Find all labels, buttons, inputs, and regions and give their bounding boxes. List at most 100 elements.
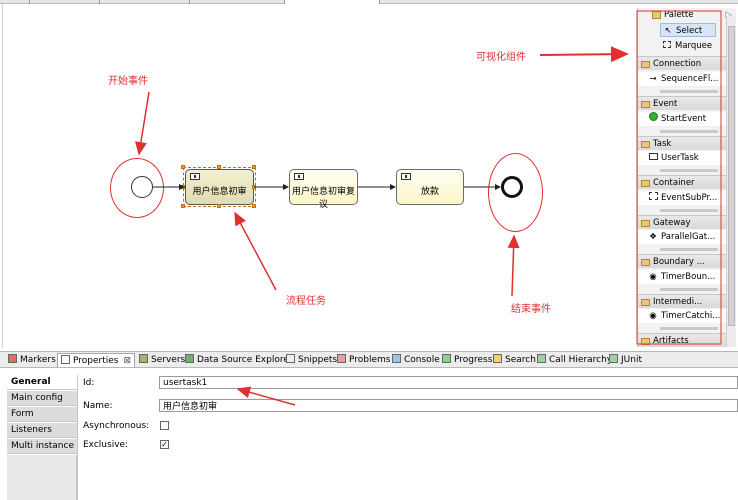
palette-item-timerboundary[interactable]: ◉TimerBoun... bbox=[638, 270, 726, 284]
folder-icon bbox=[641, 298, 650, 306]
side-tab-form[interactable]: Form bbox=[7, 407, 77, 422]
exclusive-label: Exclusive: bbox=[83, 440, 129, 450]
console-icon bbox=[392, 354, 401, 363]
id-label: Id: bbox=[83, 378, 95, 388]
group-label: Task bbox=[653, 139, 672, 149]
editor-tab-active[interactable] bbox=[285, 0, 380, 4]
palette-separator bbox=[660, 248, 718, 251]
palette-select-tool[interactable]: ↖Select bbox=[660, 23, 716, 37]
resize-handle[interactable] bbox=[217, 165, 221, 169]
resize-handle[interactable] bbox=[181, 204, 185, 208]
asynchronous-label: Asynchronous: bbox=[83, 421, 150, 431]
timer-icon: ◉ bbox=[649, 311, 657, 321]
resize-handle[interactable] bbox=[252, 204, 256, 208]
close-icon[interactable]: ⊠ bbox=[123, 356, 132, 366]
tab-label: JUnit bbox=[621, 355, 642, 365]
name-label: Name: bbox=[83, 401, 113, 411]
palette-separator bbox=[660, 288, 718, 291]
item-label: StartEvent bbox=[661, 114, 707, 124]
side-tab-general[interactable]: General bbox=[7, 375, 77, 390]
tab-data-source-explorer[interactable]: Data Source Explorer bbox=[185, 353, 293, 367]
tab-console[interactable]: Console bbox=[392, 353, 440, 367]
asynchronous-checkbox[interactable] bbox=[160, 421, 169, 430]
junit-icon bbox=[609, 354, 618, 363]
group-label: Artifacts bbox=[653, 336, 689, 346]
call-hierarchy-icon bbox=[537, 354, 546, 363]
tab-label: Servers bbox=[151, 355, 186, 365]
tab-progress[interactable]: Progress bbox=[442, 353, 492, 367]
group-label: Intermedi... bbox=[653, 297, 703, 307]
palette-group-artifacts[interactable]: Artifacts bbox=[638, 333, 726, 347]
palette-item-sequenceflow[interactable]: →SequenceFl... bbox=[638, 72, 726, 86]
resize-handle[interactable] bbox=[181, 185, 185, 189]
tab-search[interactable]: Search bbox=[493, 353, 536, 367]
editor-tab[interactable] bbox=[100, 0, 190, 4]
user-task-1[interactable]: 用户信息初审 bbox=[185, 169, 254, 205]
resize-handle[interactable] bbox=[181, 165, 185, 169]
group-label: Event bbox=[653, 99, 678, 109]
item-label: EventSubPr... bbox=[661, 193, 718, 203]
palette-item-usertask[interactable]: UserTask bbox=[638, 151, 726, 165]
palette-group-task[interactable]: Task bbox=[638, 136, 726, 150]
side-tab-multi-instance[interactable]: Multi instance bbox=[7, 439, 77, 454]
snippets-icon bbox=[286, 354, 295, 363]
palette-title: Palette bbox=[664, 10, 694, 20]
tab-label: Markers bbox=[20, 355, 56, 365]
palette-panel: Palette ▷ ↖Select Marquee Connection →Se… bbox=[637, 8, 736, 347]
name-field[interactable] bbox=[159, 399, 738, 412]
palette-marquee-tool[interactable]: Marquee bbox=[660, 39, 716, 53]
tab-markers[interactable]: Markers bbox=[8, 353, 56, 367]
palette-group-connection[interactable]: Connection bbox=[638, 56, 726, 70]
editor-tab[interactable] bbox=[30, 0, 100, 4]
palette-group-event[interactable]: Event bbox=[638, 96, 726, 110]
tab-label: Properties bbox=[73, 356, 119, 366]
subprocess-icon bbox=[648, 191, 658, 205]
palette-group-boundary[interactable]: Boundary ... bbox=[638, 254, 726, 268]
gateway-icon: ❖ bbox=[649, 232, 657, 242]
view-tab-bar: Markers Properties ⊠ Servers Data Source … bbox=[0, 351, 738, 368]
resize-handle[interactable] bbox=[252, 165, 256, 169]
tab-label: Search bbox=[505, 355, 536, 365]
palette-group-container[interactable]: Container bbox=[638, 175, 726, 189]
tab-properties[interactable]: Properties ⊠ bbox=[57, 353, 136, 367]
side-tab-main-config[interactable]: Main config bbox=[7, 391, 77, 406]
palette-item-parallelgateway[interactable]: ❖ParallelGat... bbox=[638, 230, 726, 244]
user-task-2[interactable]: 用户信息初审复议 bbox=[289, 169, 358, 210]
task-label: 用户信息初审复议 bbox=[291, 187, 355, 210]
annotation-end-event: 结束事件 bbox=[511, 304, 551, 315]
properties-icon bbox=[61, 355, 70, 364]
exclusive-checkbox[interactable]: ✓ bbox=[160, 440, 169, 449]
user-task-icon bbox=[190, 173, 200, 180]
palette-scrollbar[interactable] bbox=[726, 16, 736, 347]
tab-snippets[interactable]: Snippets bbox=[286, 353, 337, 367]
side-tab-listeners[interactable]: Listeners bbox=[7, 423, 77, 438]
item-label: TimerCatchi... bbox=[661, 311, 721, 321]
scrollbar-thumb[interactable] bbox=[728, 26, 735, 326]
palette-group-gateway[interactable]: Gateway bbox=[638, 215, 726, 229]
canvas-edge bbox=[2, 4, 3, 348]
tab-junit[interactable]: JUnit bbox=[609, 353, 642, 367]
folder-icon bbox=[641, 140, 650, 148]
tab-call-hierarchy[interactable]: Call Hierarchy bbox=[537, 353, 612, 367]
palette-header: Palette ▷ bbox=[638, 8, 736, 22]
tab-servers[interactable]: Servers bbox=[139, 353, 185, 367]
tab-label: Data Source Explorer bbox=[197, 355, 293, 365]
palette-item-startevent[interactable]: StartEvent bbox=[638, 112, 726, 126]
folder-icon bbox=[641, 100, 650, 108]
tab-problems[interactable]: Problems bbox=[337, 353, 390, 367]
user-task-3[interactable]: 放款 bbox=[396, 169, 464, 205]
item-label: SequenceFl... bbox=[661, 74, 719, 84]
editor-tab[interactable] bbox=[190, 0, 285, 4]
palette-item-eventsubprocess[interactable]: EventSubPr... bbox=[638, 191, 726, 205]
tab-label: Problems bbox=[349, 355, 391, 365]
collapse-arrow-icon[interactable]: ▷ bbox=[725, 10, 732, 20]
palette-group-intermediate[interactable]: Intermedi... bbox=[638, 294, 726, 308]
resize-handle[interactable] bbox=[217, 204, 221, 208]
data-source-icon bbox=[185, 354, 194, 363]
editor-tab[interactable] bbox=[0, 0, 30, 4]
palette-item-timercatching[interactable]: ◉ TimerCatchi... bbox=[638, 309, 726, 323]
group-label: Connection bbox=[653, 59, 702, 69]
id-field[interactable] bbox=[159, 376, 738, 389]
tab-label: Progress bbox=[454, 355, 493, 365]
resize-handle[interactable] bbox=[252, 185, 256, 189]
